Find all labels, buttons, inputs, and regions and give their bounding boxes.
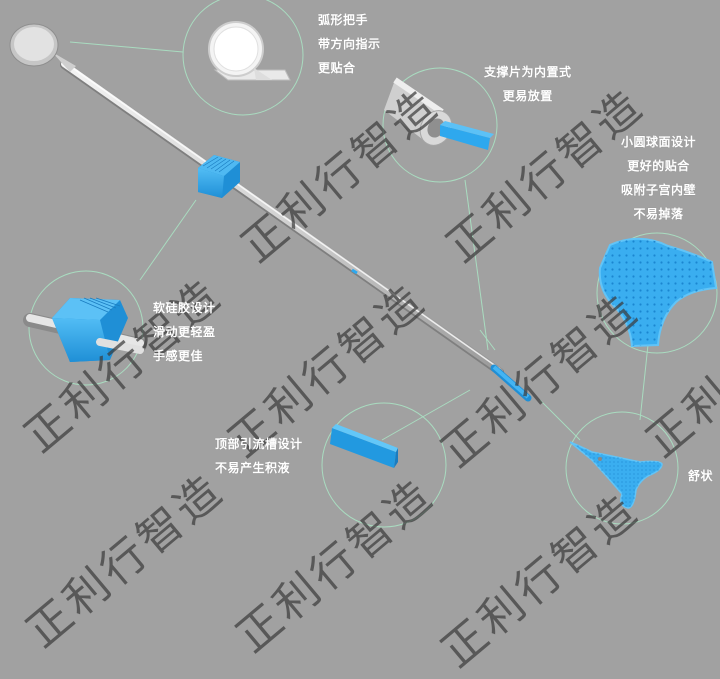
support-detail-circle <box>382 67 498 183</box>
callout-line: 滑动更轻盈 <box>153 325 216 339</box>
callout-line: 弧形把手 <box>318 13 369 27</box>
slider-detail-circle <box>28 270 144 386</box>
support-detail <box>384 77 494 150</box>
callout-line: 软硅胶设计 <box>153 301 216 315</box>
callout-circles <box>28 0 718 528</box>
slider-detail <box>23 297 147 362</box>
groove-detail-circle <box>321 402 447 528</box>
tip-tube <box>490 364 532 402</box>
handle-ring <box>9 23 76 72</box>
callout-line: 吸附子宫内壁 <box>621 183 697 197</box>
callout-line: 手感更佳 <box>153 349 204 363</box>
callout-line: 支撑片为内置式 <box>484 65 572 79</box>
sphere-detail-circle <box>596 232 718 354</box>
callout-line: 小圆球面设计 <box>621 135 697 149</box>
slider-stopper <box>198 155 240 198</box>
handle-detail-circle <box>182 0 304 116</box>
tip-detail-circle <box>565 411 679 525</box>
tip-callout: 舒状 <box>688 464 713 488</box>
callout-line: 不易产生积液 <box>215 461 291 475</box>
sphere-callout: 小圆球面设计 更好的贴合 吸附子宫内壁 不易掉落 <box>621 130 696 226</box>
callout-line: 更易放置 <box>502 89 553 103</box>
sphere-detail <box>598 237 718 348</box>
tip-detail <box>569 441 663 509</box>
groove-detail <box>330 424 398 468</box>
main-rod <box>60 61 504 376</box>
product-illustration <box>9 0 718 528</box>
support-callout: 支撑片为内置式 更易放置 <box>484 60 572 108</box>
groove-callout: 顶部引流槽设计 不易产生积液 <box>215 432 303 480</box>
callout-line: 顶部引流槽设计 <box>215 437 303 451</box>
callout-line: 更贴合 <box>318 61 356 75</box>
leader-lines <box>69 41 649 441</box>
callout-line: 带方向指示 <box>318 37 381 51</box>
callout-line: 不易掉落 <box>633 207 684 221</box>
slider-callout: 软硅胶设计 滑动更轻盈 手感更佳 <box>153 296 216 368</box>
callout-line: 舒状 <box>688 469 714 483</box>
handle-detail <box>208 21 291 81</box>
product-diagram: 正利行智造 正利行智造 正利行智造 正利行智造 正利行智造 正利行智造 正利行智… <box>9 0 720 677</box>
callout-line: 更好的贴合 <box>627 159 690 173</box>
handle-callout: 弧形把手 带方向指示 更贴合 <box>318 8 381 80</box>
